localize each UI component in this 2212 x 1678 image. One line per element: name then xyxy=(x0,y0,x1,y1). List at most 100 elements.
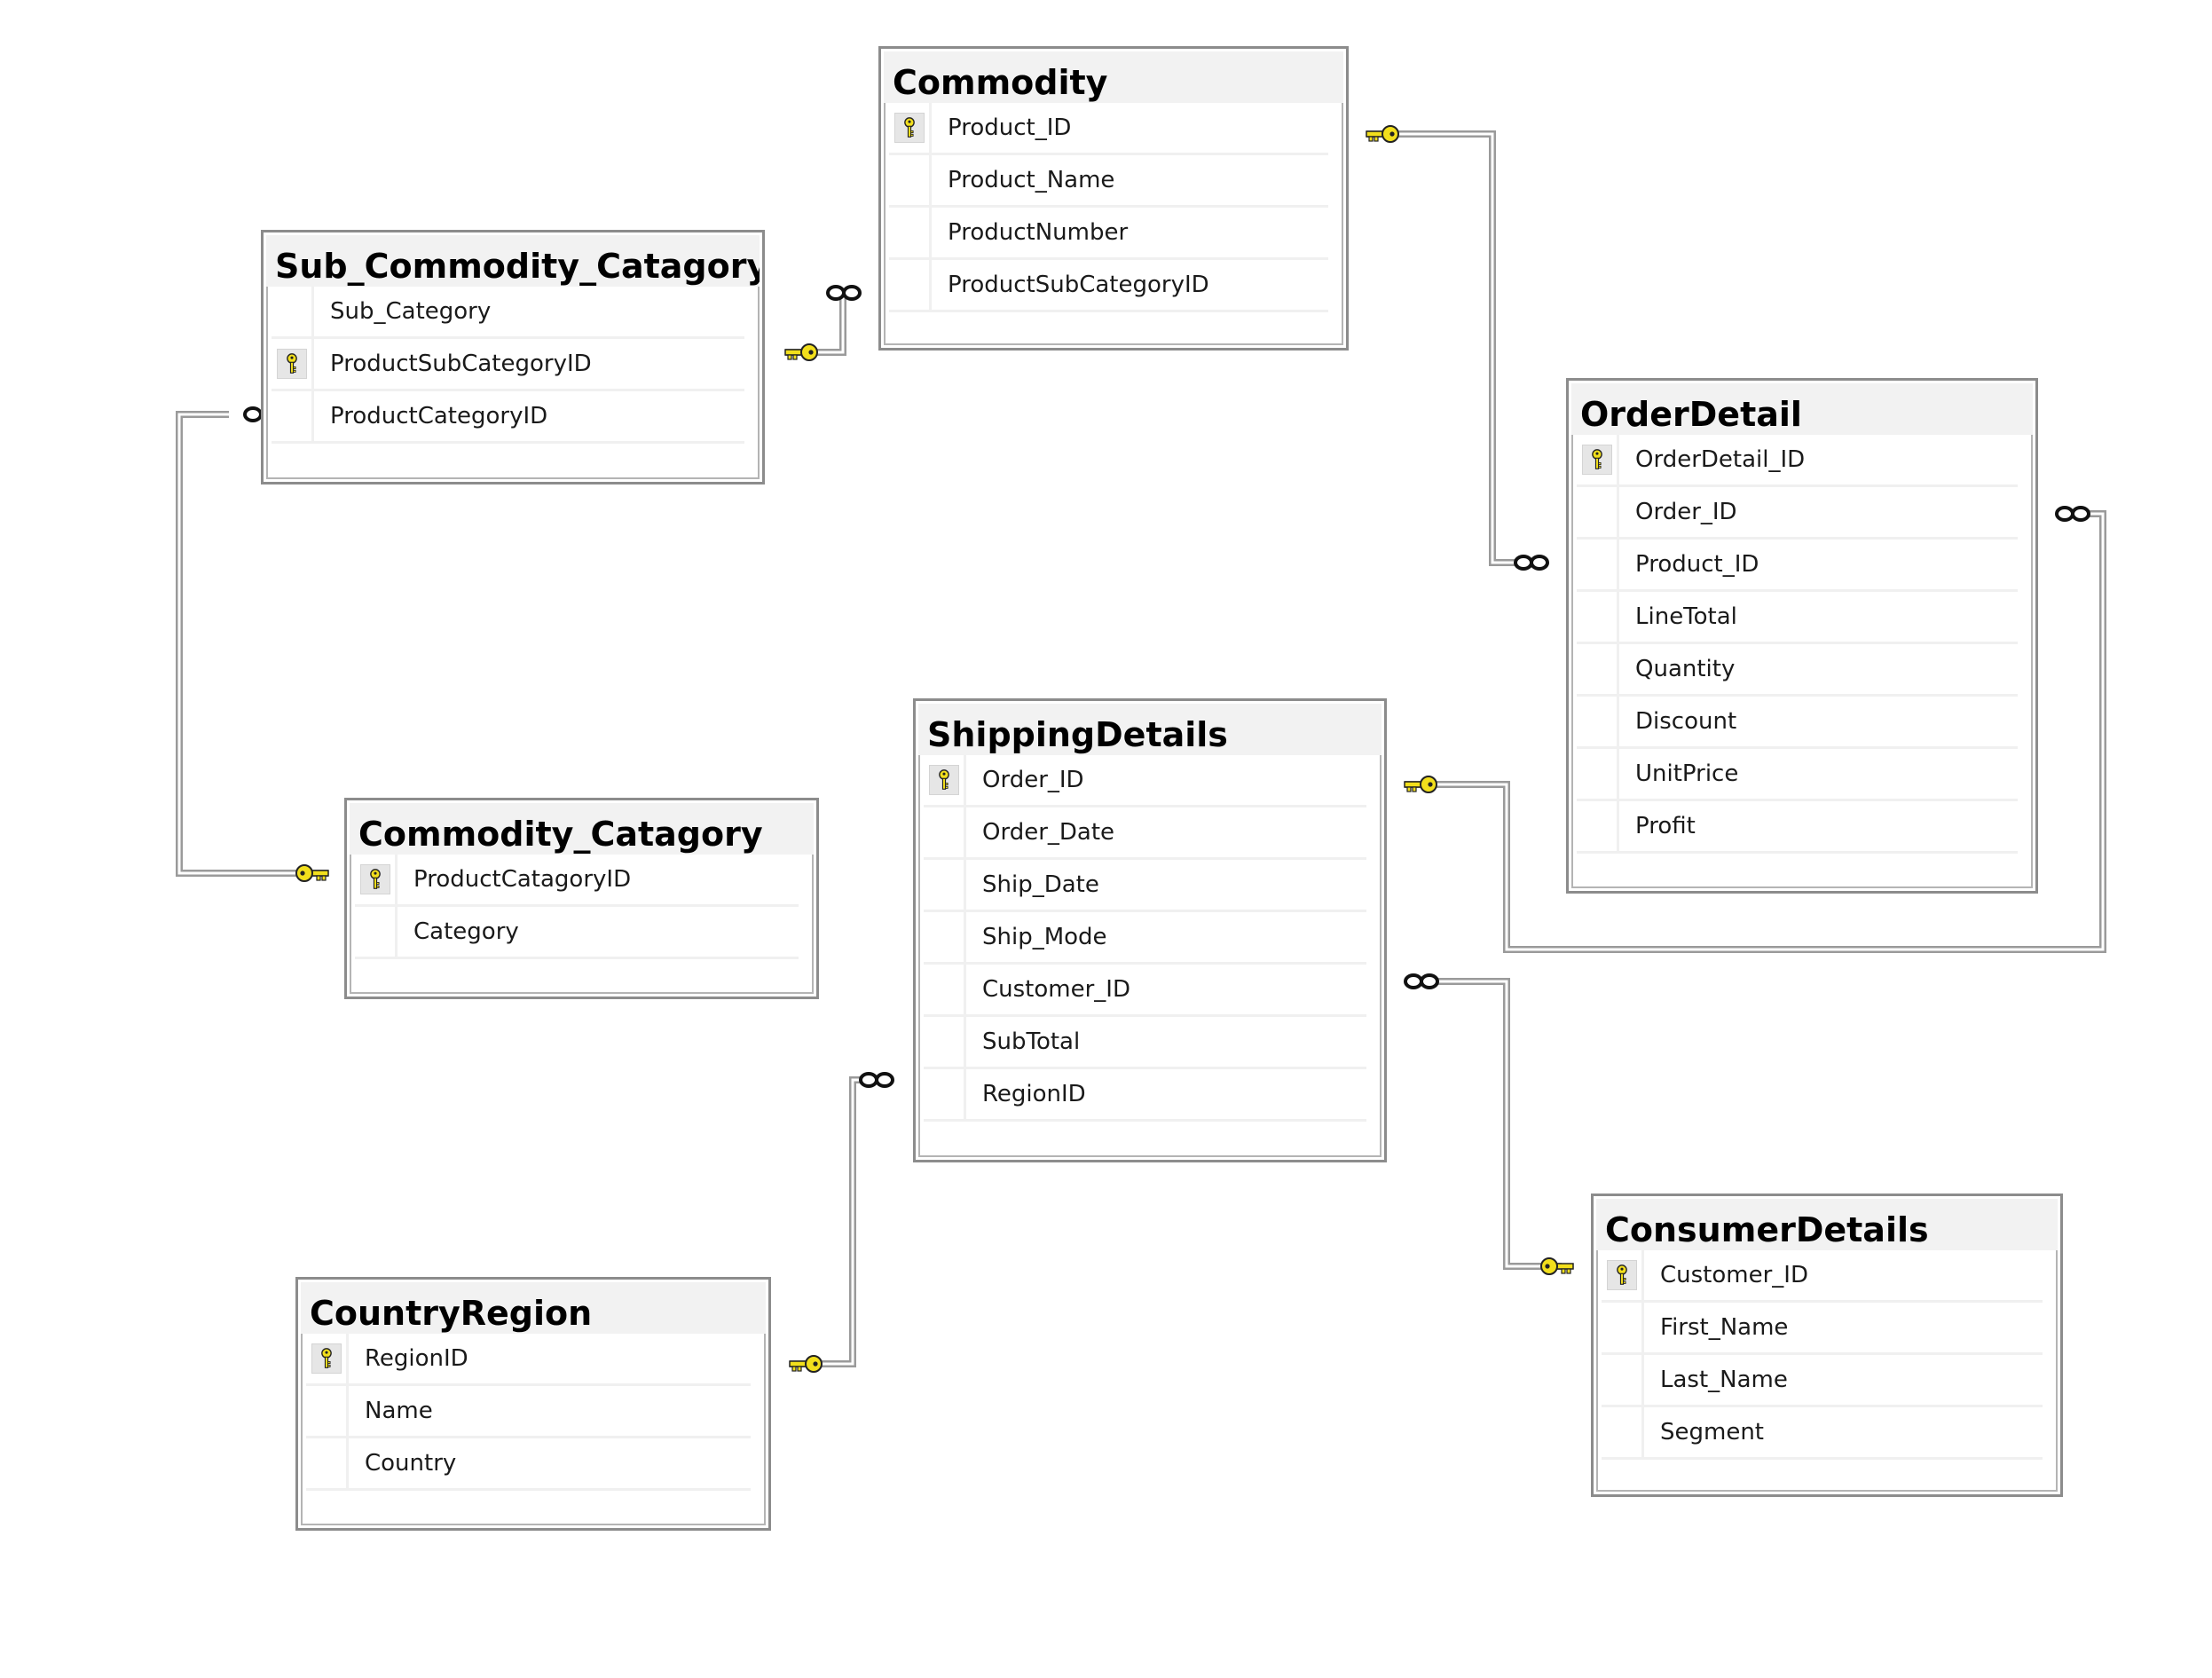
relationship-consumer-shipping[interactable] xyxy=(1404,973,1574,1275)
key-cell xyxy=(1577,540,1619,589)
column-name: Product_ID xyxy=(1635,551,1759,578)
column-row[interactable]: SubTotal xyxy=(924,1017,1366,1069)
table-header[interactable]: Commodity_Catagory xyxy=(350,803,814,855)
relationship-one-key-icon xyxy=(789,1355,823,1373)
table-header[interactable]: Sub_Commodity_Catagory xyxy=(266,235,760,287)
column-name: ProductCatagoryID xyxy=(413,866,632,893)
column-row[interactable]: Order_ID xyxy=(924,755,1366,807)
relationship-many-infinity-icon xyxy=(1404,973,1439,989)
table-header[interactable]: ConsumerDetails xyxy=(1596,1199,2058,1250)
key-cell xyxy=(889,103,932,153)
column-name: ProductNumber xyxy=(948,219,1129,246)
column-name: SubTotal xyxy=(982,1028,1081,1055)
column-row[interactable]: Ship_Date xyxy=(924,860,1366,912)
column-name: Product_Name xyxy=(948,167,1115,193)
key-icon xyxy=(1606,1260,1637,1290)
column-row[interactable]: UnitPrice xyxy=(1577,749,2018,801)
relationship-shipping-orderdetail[interactable] xyxy=(1404,506,2106,953)
relationship-many-infinity-icon xyxy=(826,285,862,301)
relationship-one-key-icon xyxy=(1540,1257,1574,1275)
column-row[interactable]: Ship_Mode xyxy=(924,912,1366,965)
relationship-many-infinity-icon xyxy=(2055,506,2090,522)
table-header[interactable]: ShippingDetails xyxy=(918,704,1382,755)
column-row[interactable]: Order_Date xyxy=(924,807,1366,860)
key-cell xyxy=(889,208,932,257)
column-row[interactable]: Product_Name xyxy=(889,155,1328,208)
key-icon xyxy=(311,1343,342,1374)
column-name: Order_ID xyxy=(1635,499,1737,525)
column-name: Country xyxy=(365,1450,457,1477)
key-cell xyxy=(1602,1250,1644,1300)
column-row[interactable]: Discount xyxy=(1577,697,2018,749)
column-name: Profit xyxy=(1635,813,1696,839)
column-name: Name xyxy=(365,1398,433,1424)
key-cell xyxy=(924,1069,966,1119)
key-cell xyxy=(306,1386,349,1436)
column-name: Discount xyxy=(1635,708,1737,735)
column-list: ProductCatagoryID Category xyxy=(355,855,799,959)
column-row[interactable]: ProductSubCategoryID xyxy=(272,339,744,391)
relationship-commodity-orderdetail[interactable] xyxy=(1366,125,1549,571)
column-row[interactable]: ProductSubCategoryID xyxy=(889,260,1328,312)
column-row[interactable]: ProductCatagoryID xyxy=(355,855,799,907)
column-row[interactable]: Segment xyxy=(1602,1407,2043,1460)
column-row[interactable]: Order_ID xyxy=(1577,487,2018,540)
column-row[interactable]: ProductNumber xyxy=(889,208,1328,260)
key-cell xyxy=(889,260,932,310)
key-cell xyxy=(1577,592,1619,642)
key-cell xyxy=(272,391,314,441)
column-row[interactable]: Sub_Category xyxy=(272,287,744,339)
table-header[interactable]: Commodity xyxy=(884,51,1343,103)
column-row[interactable]: Quantity xyxy=(1577,644,2018,697)
relationship-one-key-icon xyxy=(1404,776,1437,793)
column-row[interactable]: Name xyxy=(306,1386,751,1438)
column-row[interactable]: ProductCategoryID xyxy=(272,391,744,444)
table-header[interactable]: CountryRegion xyxy=(301,1282,766,1334)
table-title: CountryRegion xyxy=(310,1294,593,1333)
key-icon xyxy=(928,765,959,795)
column-name: OrderDetail_ID xyxy=(1635,446,1806,473)
column-row[interactable]: RegionID xyxy=(306,1334,751,1386)
relationship-many-infinity-icon xyxy=(1514,555,1549,571)
column-row[interactable]: Last_Name xyxy=(1602,1355,2043,1407)
column-name: Category xyxy=(413,918,519,945)
relationship-subcategory-commodity[interactable] xyxy=(784,285,862,361)
table-header[interactable]: OrderDetail xyxy=(1571,383,2033,435)
column-name: Ship_Date xyxy=(982,871,1099,898)
column-row[interactable]: Category xyxy=(355,907,799,959)
column-row[interactable]: First_Name xyxy=(1602,1303,2043,1355)
column-name: Last_Name xyxy=(1660,1367,1788,1393)
column-row[interactable]: LineTotal xyxy=(1577,592,2018,644)
table-title: Commodity xyxy=(893,63,1108,102)
relationship-region-shipping[interactable] xyxy=(789,1072,894,1373)
key-cell xyxy=(1577,749,1619,799)
column-name: ProductSubCategoryID xyxy=(948,272,1209,298)
column-name: LineTotal xyxy=(1635,603,1737,630)
key-cell xyxy=(1577,801,1619,851)
column-row[interactable]: RegionID xyxy=(924,1069,1366,1122)
table-title: ShippingDetails xyxy=(927,715,1228,754)
column-name: Ship_Mode xyxy=(982,924,1107,950)
key-cell xyxy=(924,965,966,1014)
column-row[interactable]: Product_ID xyxy=(889,103,1328,155)
column-name: RegionID xyxy=(365,1345,468,1372)
column-row[interactable]: Customer_ID xyxy=(1602,1250,2043,1303)
column-row[interactable]: Customer_ID xyxy=(924,965,1366,1017)
key-cell xyxy=(1577,487,1619,537)
column-row[interactable]: Profit xyxy=(1577,801,2018,854)
column-row[interactable]: OrderDetail_ID xyxy=(1577,435,2018,487)
column-row[interactable]: Country xyxy=(306,1438,751,1491)
column-name: ProductSubCategoryID xyxy=(330,351,592,377)
column-name: Quantity xyxy=(1635,656,1736,682)
column-row[interactable]: Product_ID xyxy=(1577,540,2018,592)
